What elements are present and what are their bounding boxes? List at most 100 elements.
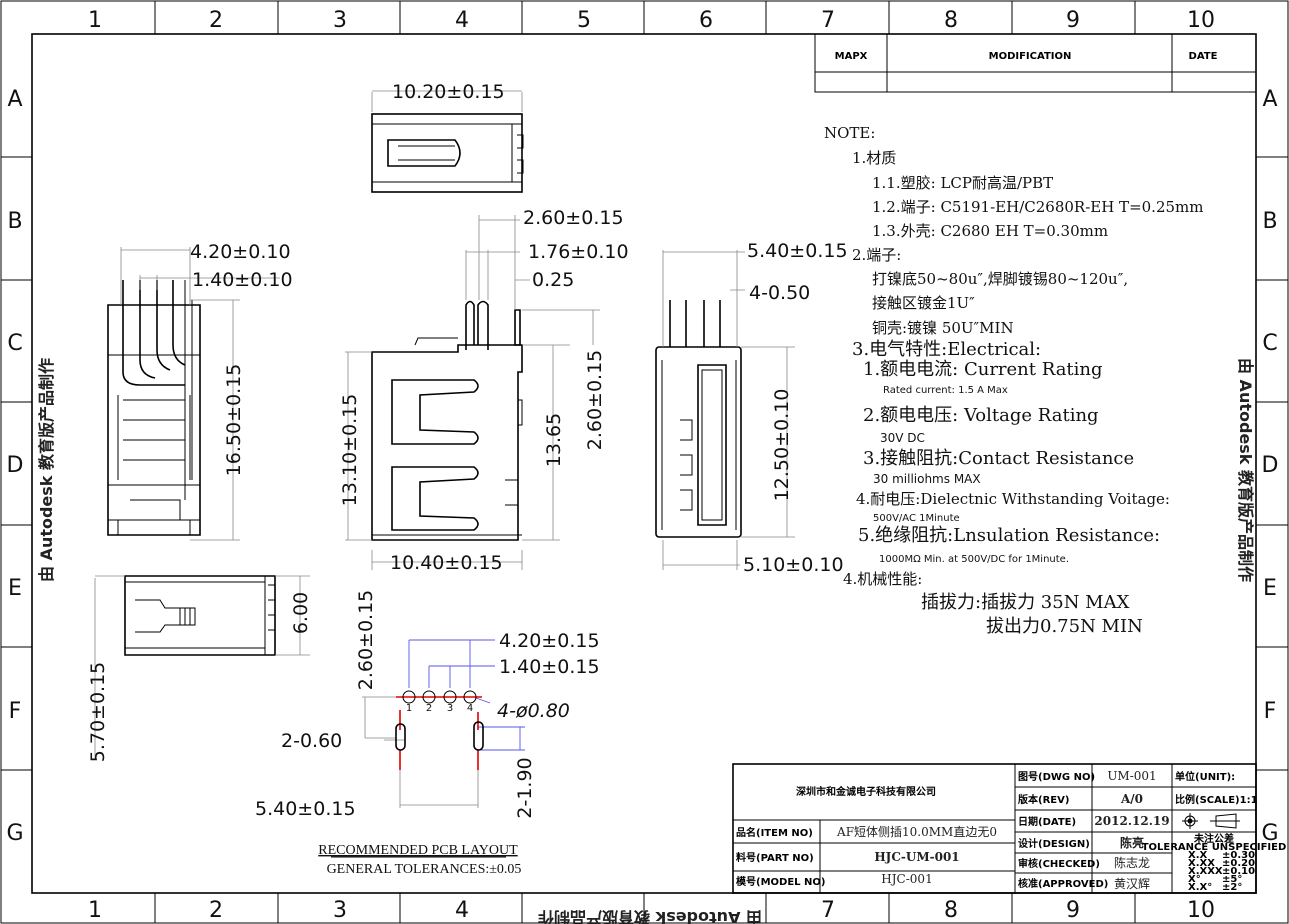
left-side-view: 4.20±0.10 1.40±0.10 16.50±0.15	[107, 241, 293, 541]
tolerance-value: ±2°	[1222, 882, 1242, 893]
column-labels-top: 1 2 3 4 5 6 7 8 9 10	[88, 8, 1215, 33]
note-line: 3.接触阻抗:Contact Resistance	[863, 448, 1134, 469]
pcb-caption: RECOMMENDED PCB LAYOUT	[318, 843, 518, 858]
column-label: 2	[209, 898, 223, 923]
pcb-layout: 1 2 3 4 2.60±0.15 4.20±0.15 1.40±0.15 4-…	[255, 590, 600, 877]
dim-pcb-row-offset: 2.60±0.15	[355, 590, 377, 691]
row-label: A	[7, 87, 22, 112]
part-label: 料号(PART NO)	[736, 851, 814, 864]
part-value: HJC-UM-001	[874, 850, 959, 864]
top-view: 10.20±0.15	[371, 81, 524, 193]
dim-pcb-slot-width: 2-0.60	[281, 730, 342, 752]
dim-left-pitch: 1.40±0.10	[192, 269, 293, 291]
projection-symbol-icon	[1182, 813, 1240, 829]
note-line: 30V DC	[880, 431, 925, 445]
date-label: 日期(DATE)	[1018, 815, 1076, 828]
row-label: G	[1261, 821, 1278, 846]
tolerance-key: X°	[1188, 874, 1201, 885]
dim-pcb-slot-span: 5.40±0.15	[255, 798, 356, 820]
item-value: AF短体侧插10.0MM直边无0	[836, 825, 997, 839]
column-label: 1	[88, 898, 102, 923]
dim-left-span: 4.20±0.10	[190, 241, 291, 263]
front-view: 2.60±0.15 1.76±0.10 0.25 13.10±0.15 13.6…	[339, 207, 629, 574]
note-line: Rated current: 1.5 A Max	[883, 385, 1008, 396]
row-label: A	[1262, 87, 1277, 112]
dim-front-pin-length: 2.60±0.15	[584, 350, 606, 451]
scale-label: 比例(SCALE)1:1	[1175, 793, 1258, 806]
approved-value: 黄汉辉	[1114, 877, 1150, 891]
watermark-bottom: 由 Autodesk 教育版产品制作	[538, 908, 762, 924]
mapx-header: MAPX	[835, 51, 868, 62]
watermark-right: 由 Autodesk 教育版产品制作	[1236, 358, 1255, 582]
title-block: 深圳市和金诚电子科技有限公司 品名(ITEM NO) AF短体侧插10.0MM直…	[732, 763, 1287, 894]
note-line: 打镍底50~80u″,焊脚镀锡80~120u″,	[872, 270, 1128, 288]
dim-right-height: 12.50±0.10	[771, 389, 793, 502]
column-label: 4	[455, 8, 469, 33]
note-line: 1000MΩ Min. at 500V/DC for 1Minute.	[879, 554, 1069, 565]
design-value: 陈亮	[1120, 835, 1144, 850]
checked-label: 审核(CHECKED)	[1018, 857, 1100, 870]
company-name: 深圳市和金诚电子科技有限公司	[796, 785, 936, 798]
note-line: 拔出力0.75N MIN	[986, 616, 1143, 637]
bottom-view: 6.00 5.70±0.15	[87, 575, 312, 762]
tolerance-caption: GENERAL TOLERANCES:±0.05	[327, 862, 522, 877]
column-label: 4	[455, 898, 469, 923]
model-value: HJC-001	[881, 872, 932, 886]
column-label: 1	[88, 8, 102, 33]
notes: NOTE: 1.材质 1.1.塑胶: LCP耐高温/PBT 1.2.端子: C5…	[824, 124, 1203, 637]
note-line: 插拔力:插拔力 35N MAX	[921, 592, 1130, 613]
row-label: B	[1262, 209, 1277, 234]
note-line: 1.2.端子: C5191-EH/C2680R-EH T=0.25mm	[872, 198, 1203, 216]
model-label: 模号(MODEL NO)	[736, 875, 825, 888]
unit-label: 单位(UNIT):	[1175, 770, 1235, 783]
tolerance-title: 未注公差	[1193, 832, 1234, 845]
tolerance-key: X.X°	[1188, 882, 1212, 893]
note-line: 3.电气特性:Electrical:	[852, 339, 1041, 360]
column-label: 7	[821, 8, 835, 33]
rev-label: 版本(REV)	[1018, 793, 1069, 806]
dim-right-bottom: 5.10±0.10	[743, 554, 844, 576]
column-label: 8	[944, 898, 958, 923]
dim-right-span: 5.40±0.15	[747, 240, 848, 262]
row-label: E	[1263, 576, 1277, 601]
dim-pcb-span: 4.20±0.15	[499, 630, 600, 652]
item-label: 品名(ITEM NO)	[736, 826, 813, 839]
note-line: 1.材质	[852, 149, 896, 167]
tolerance-key: X.X	[1188, 850, 1208, 861]
row-label: C	[1262, 331, 1277, 356]
dim-pcb-pitch: 1.40±0.15	[499, 656, 600, 678]
dim-pcb-holes: 4-ø0.80	[497, 700, 570, 722]
column-label: 6	[699, 8, 713, 33]
dwg-value: UM-001	[1107, 769, 1156, 783]
column-label: 9	[1066, 898, 1080, 923]
dim-right-pins: 4-0.50	[749, 282, 810, 304]
dim-top-view-width: 10.20±0.15	[392, 81, 505, 103]
dim-side-pin-pitch: 2.60±0.15	[523, 207, 624, 229]
tolerance-key: X.XXX	[1188, 866, 1223, 877]
row-label: F	[9, 699, 22, 724]
dim-front-total: 13.65	[543, 413, 565, 467]
row-labels: A B C D E F G A B C D E F G	[6, 87, 1278, 846]
row-label: E	[8, 576, 22, 601]
right-view: 5.40±0.15 4-0.50 12.50±0.10 5.10±0.10	[655, 240, 848, 576]
dim-front-height: 13.10±0.15	[339, 394, 361, 507]
note-line: 5.绝缘阻抗:Lnsulation Resistance:	[858, 525, 1160, 546]
approved-label: 核准(APPROVED)	[1018, 877, 1108, 890]
notes-heading: NOTE:	[824, 124, 875, 142]
dim-bottom-height: 6.00	[290, 592, 312, 634]
pin-number: 3	[447, 703, 453, 714]
column-label: 5	[577, 8, 591, 33]
note-line: 接触区镀金1U″	[872, 294, 975, 312]
tolerance-value: ±0.30	[1222, 850, 1255, 861]
note-line: 4.机械性能:	[843, 570, 922, 588]
tolerance-subtitle: TOLERANCE UNSPECIFIED	[1142, 842, 1287, 853]
rev-value: A/0	[1120, 792, 1143, 806]
note-line: 30 milliohms MAX	[873, 472, 981, 486]
tolerance-value: ±0.20	[1222, 858, 1255, 869]
note-line: 4.耐电压:Dielectnic Withstanding Voitage:	[856, 490, 1170, 508]
date-header: DATE	[1189, 51, 1218, 62]
note-line: 铜壳:镀镍 50U″MIN	[872, 319, 1014, 337]
note-line: 2.额电电压: Voltage Rating	[863, 405, 1099, 426]
